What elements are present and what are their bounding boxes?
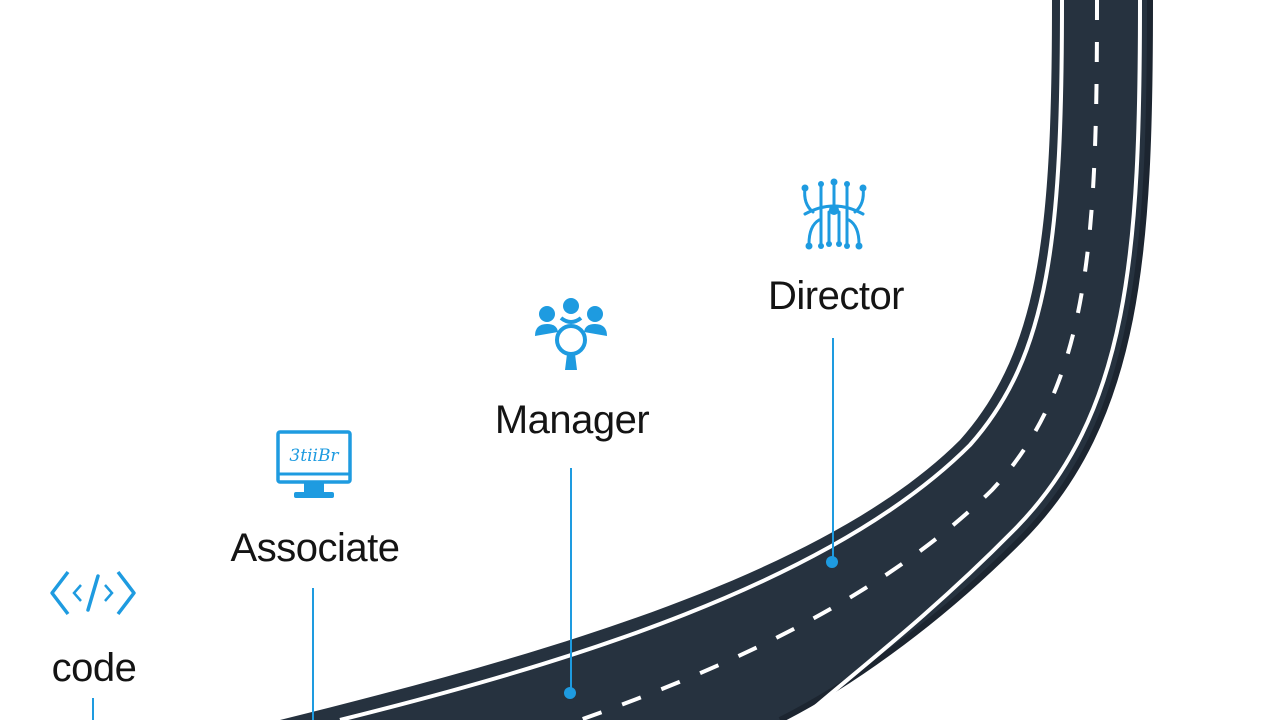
road-edge-line-right [798,0,1142,720]
milestone-label-director: Director [767,274,905,318]
team-icon [531,296,611,381]
milestone-label-code: code [51,646,137,690]
road-marker-manager [564,687,576,699]
road-marker-director [826,556,838,568]
code-brackets-icon [48,568,138,623]
milestone-label-associate: Associate [230,526,400,570]
road-center-line [579,0,1099,720]
milestone-label-manager: Manager [494,398,650,442]
road-edge-line-left [339,0,1064,720]
monitor-screen-text: 3tiiBr [289,446,339,466]
network-icon [799,178,869,258]
monitor-icon: 3tiiBr [274,428,354,508]
